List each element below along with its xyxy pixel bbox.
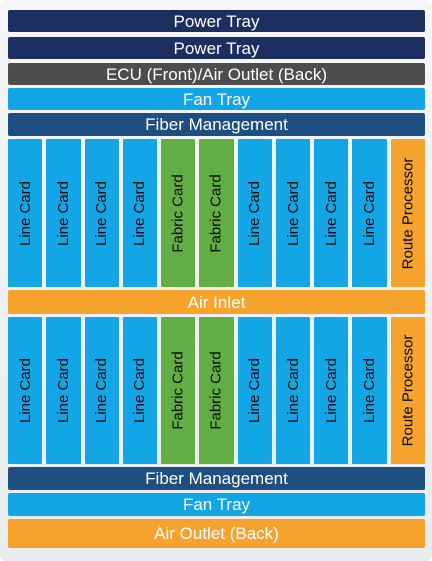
lower-line-card-7: Line Card xyxy=(314,317,349,464)
air-inlet-label: Air Inlet xyxy=(187,292,246,312)
power-tray-1-label: Power Tray xyxy=(173,11,260,31)
lower-line-card-1-label: Line Card xyxy=(16,357,34,424)
power-tray-2-label: Power Tray xyxy=(173,38,260,58)
lower-line-card-5-label: Line Card xyxy=(246,357,264,424)
air-outlet-back-label: Air Outlet (Back) xyxy=(154,524,279,543)
lower-line-card-6: Line Card xyxy=(275,317,311,464)
lower-fabric-card-1: Fabric Card xyxy=(161,317,196,464)
lower-card-slots: Line Card Line Card Line Card Line Card … xyxy=(8,317,425,464)
lower-line-card-6-label: Line Card xyxy=(284,357,302,424)
lower-line-card-4-label: Line Card xyxy=(131,357,149,424)
fan-tray-bottom-label: Fan Tray xyxy=(182,495,251,514)
upper-line-card-7-label: Line Card xyxy=(322,180,340,246)
upper-line-card-4: Line Card xyxy=(122,139,158,287)
air-outlet-back-row: Air Outlet (Back) xyxy=(8,519,425,548)
lower-line-card-4: Line Card xyxy=(122,317,158,464)
upper-line-card-6: Line Card xyxy=(275,139,311,287)
fan-tray-bottom: Fan Tray xyxy=(8,493,425,516)
upper-card-slots: Line Card Line Card Line Card Line Card … xyxy=(8,139,425,287)
lower-line-card-2: Line Card xyxy=(46,317,81,464)
upper-line-card-8-label: Line Card xyxy=(361,180,379,246)
upper-fabric-card-1: Fabric Card xyxy=(161,139,196,287)
fiber-management-top-label: Fiber Management xyxy=(145,115,288,134)
power-tray-1: Power Tray xyxy=(8,10,425,32)
upper-line-card-2-label: Line Card xyxy=(54,180,72,246)
upper-line-card-3: Line Card xyxy=(84,139,119,287)
lower-fabric-card-1-label: Fabric Card xyxy=(169,351,187,430)
upper-route-processor-label: Route Processor xyxy=(399,157,417,269)
upper-fabric-card-2: Fabric Card xyxy=(199,139,234,287)
fiber-management-bottom-label: Fiber Management xyxy=(145,469,288,488)
lower-line-card-5: Line Card xyxy=(237,317,272,464)
fiber-management-bottom: Fiber Management xyxy=(8,467,425,490)
lower-line-card-1: Line Card xyxy=(8,317,43,464)
lower-route-processor: Route Processor xyxy=(390,317,425,464)
lower-line-card-8-label: Line Card xyxy=(361,357,379,424)
upper-line-card-6-label: Line Card xyxy=(284,180,302,246)
upper-line-card-3-label: Line Card xyxy=(93,180,111,246)
fiber-management-top: Fiber Management xyxy=(8,113,425,136)
upper-line-card-4-label: Line Card xyxy=(131,180,149,246)
lower-fabric-card-2: Fabric Card xyxy=(199,317,234,464)
lower-line-card-8: Line Card xyxy=(352,317,387,464)
upper-line-card-5: Line Card xyxy=(237,139,272,287)
lower-route-processor-label: Route Processor xyxy=(399,334,417,447)
upper-fabric-card-2-label: Fabric Card xyxy=(207,173,225,253)
fan-tray-top: Fan Tray xyxy=(8,88,425,110)
upper-line-card-7: Line Card xyxy=(314,139,349,287)
lower-fabric-card-2-label: Fabric Card xyxy=(207,351,225,430)
upper-fabric-card-1-label: Fabric Card xyxy=(169,173,187,253)
lower-line-card-2-label: Line Card xyxy=(54,357,72,424)
lower-line-card-3-label: Line Card xyxy=(93,357,111,424)
air-inlet-row: Air Inlet xyxy=(8,290,425,314)
upper-line-card-1-label: Line Card xyxy=(16,180,34,246)
upper-line-card-1: Line Card xyxy=(8,139,43,287)
ecu-air-outlet-label: ECU (Front)/Air Outlet (Back) xyxy=(105,64,328,84)
ecu-air-outlet-row: ECU (Front)/Air Outlet (Back) xyxy=(8,63,425,85)
upper-line-card-8: Line Card xyxy=(352,139,387,287)
upper-line-card-2: Line Card xyxy=(46,139,81,287)
power-tray-2: Power Tray xyxy=(8,37,425,59)
lower-line-card-7-label: Line Card xyxy=(322,357,340,424)
upper-line-card-5-label: Line Card xyxy=(246,180,264,246)
upper-route-processor: Route Processor xyxy=(390,139,425,287)
fan-tray-top-label: Fan Tray xyxy=(182,89,251,109)
lower-line-card-3: Line Card xyxy=(84,317,119,464)
